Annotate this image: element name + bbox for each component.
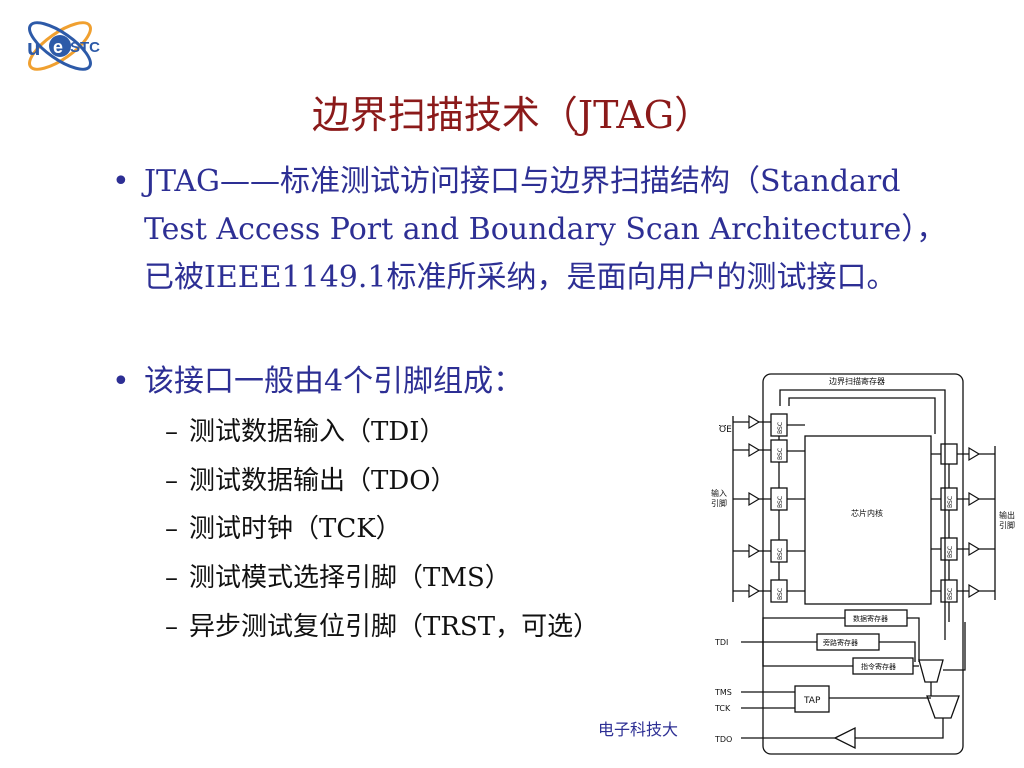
diagram-label-boundary-register: 边界扫描寄存器 — [829, 376, 885, 386]
diagram-bsc-right-2: BSC — [947, 546, 954, 558]
diagram-label-tap: TAP — [803, 696, 821, 706]
diagram-bsc-left-3: BSC — [777, 496, 784, 508]
sub-item-tck: –测试时钟（TCK） — [165, 514, 402, 544]
diagram-label-output-pins-2: 引脚 — [999, 520, 1015, 530]
diagram-svg: 边界扫描寄存器 芯片内核 输入 引脚 输出 引脚 OE 数据寄存器 旁路寄存器 … — [711, 373, 1015, 755]
diagram-label-instruction-register: 指令寄存器 — [861, 662, 896, 671]
sub-item-tdo: –测试数据输出（TDO） — [165, 466, 457, 496]
diagram-label-bypass-register: 旁路寄存器 — [823, 638, 858, 647]
sub-item-tdi: –测试数据输入（TDI） — [165, 417, 446, 447]
diagram-label-input-pins-2: 引脚 — [711, 498, 727, 508]
diagram-bsc-left-4: BSC — [777, 548, 784, 560]
diagram-bsc-left-1: BSC — [777, 422, 784, 434]
diagram-label-oe: OE — [719, 425, 732, 435]
bullet-pin-count: • 该接口一般由4个引脚组成： — [112, 358, 672, 406]
uestc-logo: u e STC — [14, 12, 106, 80]
diagram-label-data-register: 数据寄存器 — [853, 614, 888, 623]
bullet-text: 该接口一般由4个引脚组成： — [144, 364, 524, 399]
diagram-label-tms: TMS — [714, 688, 732, 697]
diagram-bsc-left-2: BSC — [777, 448, 784, 460]
diagram-label-tdi: TDI — [714, 638, 728, 647]
jtag-diagram: 边界扫描寄存器 芯片内核 输入 引脚 输出 引脚 OE 数据寄存器 旁路寄存器 … — [705, 370, 1020, 760]
slide-title: 边界扫描技术（JTAG） — [311, 93, 713, 137]
logo-graphic: u e STC — [27, 21, 100, 71]
sub-item-text: 测试模式选择引脚（TMS） — [189, 563, 511, 593]
logo-u: u — [27, 35, 40, 60]
sub-item-trst: –异步测试复位引脚（TRST，可选） — [165, 612, 600, 642]
diagram-bsc-right-1: BSC — [947, 496, 954, 508]
bullet-dot: • — [112, 364, 130, 399]
diagram-label-output-pins-1: 输出 — [999, 510, 1015, 520]
sub-item-text: 异步测试复位引脚（TRST，可选） — [189, 612, 600, 642]
diagram-label-input-pins-1: 输入 — [711, 488, 727, 498]
footer-text: 电子科技大 — [598, 720, 679, 739]
sub-item-tms: –测试模式选择引脚（TMS） — [165, 563, 511, 593]
logo-e: e — [53, 37, 63, 57]
diagram-label-tck: TCK — [714, 704, 731, 713]
sub-item-text: 测试数据输出（TDO） — [189, 466, 457, 496]
bullet-text: JTAG——标准测试访问接口与边界扫描结构（Standard Test Acce… — [144, 164, 947, 295]
bullet-dot: • — [112, 164, 130, 199]
sub-item-text: 测试数据输入（TDI） — [189, 417, 446, 447]
diagram-label-core: 芯片内核 — [851, 508, 883, 518]
diagram-label-tdo: TDO — [714, 735, 732, 744]
diagram-bsc-left-5: BSC — [777, 588, 784, 600]
diagram-bsc-right-3: BSC — [947, 588, 954, 600]
logo-stc: STC — [70, 39, 100, 56]
bullet-jtag-definition: • JTAG——标准测试访问接口与边界扫描结构（Standard Test Ac… — [112, 158, 947, 302]
sub-item-text: 测试时钟（TCK） — [189, 514, 402, 544]
